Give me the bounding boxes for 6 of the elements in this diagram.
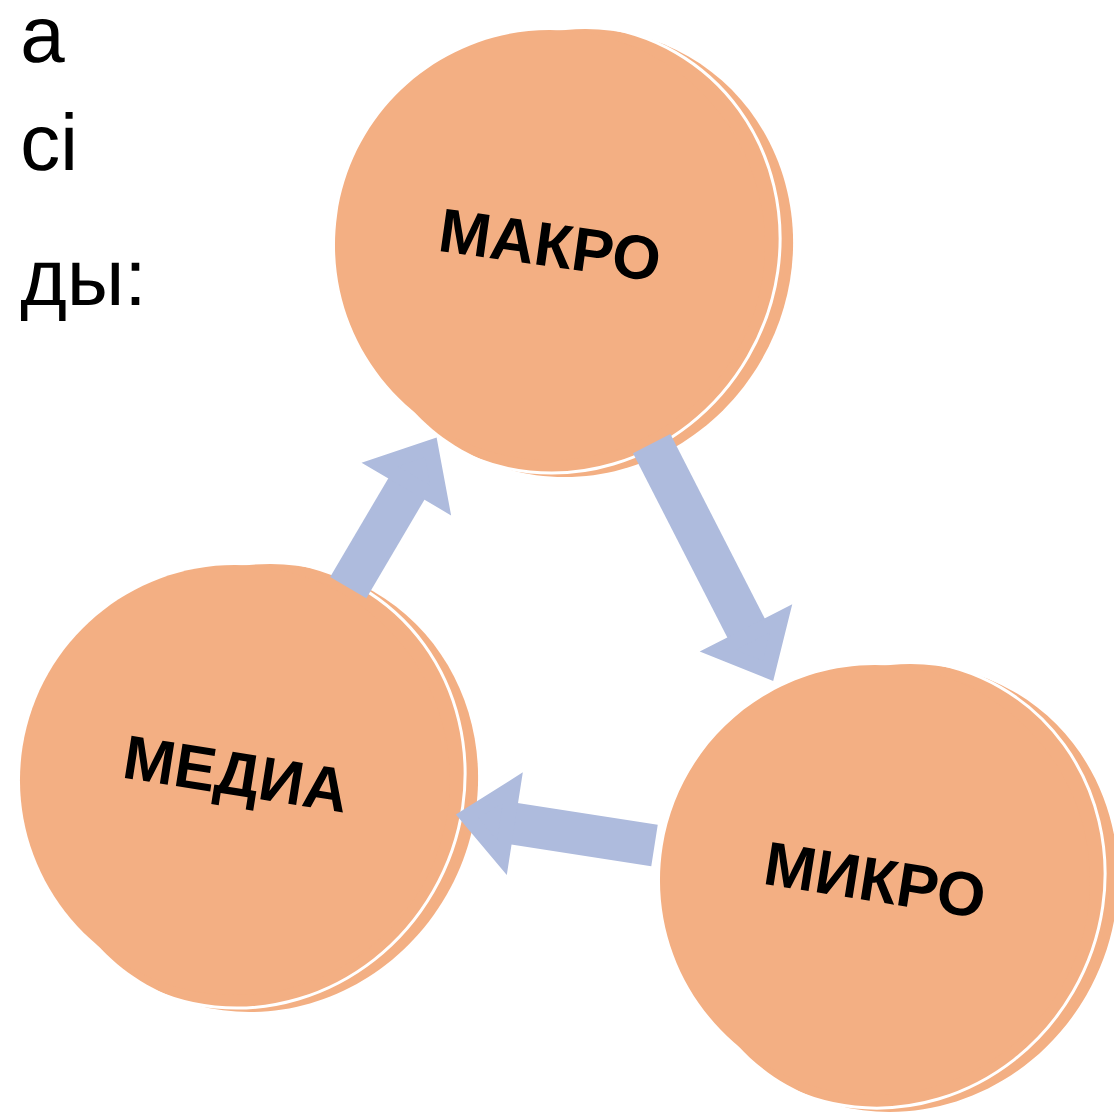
disc: МЕДИА bbox=[20, 558, 479, 1012]
heading-fragment: ды: bbox=[21, 262, 140, 321]
disc: МАКРО bbox=[335, 23, 794, 477]
heading-fragment: сі bbox=[23, 112, 73, 171]
heading-fragment: а bbox=[23, 18, 65, 63]
disc: МИКРО bbox=[660, 658, 1114, 1112]
